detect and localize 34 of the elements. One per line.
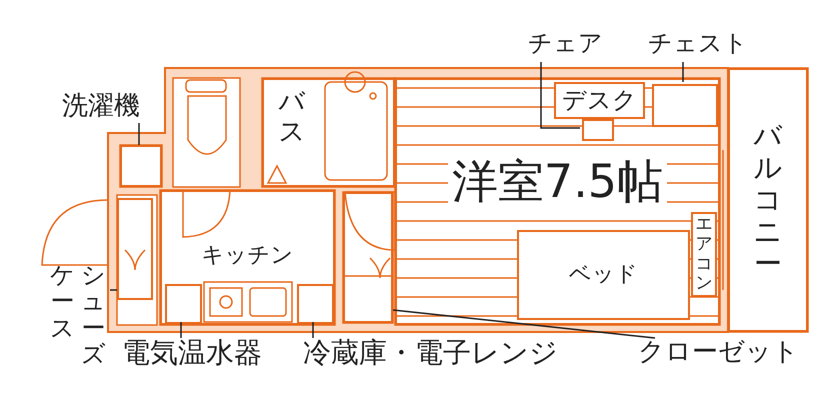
- leader-line: [682, 62, 684, 82]
- room-label: デスク: [562, 88, 637, 114]
- leader-line: [110, 289, 117, 291]
- room-label: バス: [278, 88, 306, 148]
- leader-line: [180, 322, 182, 338]
- closet-outline: [343, 192, 393, 323]
- callout-label: チェア: [528, 30, 613, 62]
- room-outline: [262, 78, 395, 187]
- refrigerator-box: [297, 284, 334, 324]
- balcony-outline: [728, 68, 808, 332]
- callout-label: チェスト: [648, 30, 748, 62]
- room-label: エアコン: [694, 215, 714, 294]
- desk-outline: [554, 82, 645, 119]
- callout-label: 電気温水器: [122, 338, 287, 376]
- callout-label: 洗濯機: [62, 92, 162, 123]
- room-label: 洋室7.5帖: [448, 157, 668, 206]
- leader-line: [392, 309, 656, 339]
- room-outline: [160, 190, 335, 325]
- water-heater-box: [165, 284, 202, 324]
- callout-label: 冷蔵庫・電子レンジ: [303, 338, 598, 376]
- bed-outline: [517, 230, 690, 320]
- washer-space: [120, 145, 162, 187]
- callout-label: シューズケース: [50, 262, 106, 374]
- chair-outline: [582, 119, 614, 141]
- chest-outline: [652, 84, 718, 127]
- room-label: バルコニー: [753, 120, 783, 280]
- leader-line: [138, 123, 140, 145]
- shoe-cabinet: [117, 198, 153, 300]
- room-outline: [395, 78, 720, 325]
- leader-line: [540, 62, 580, 129]
- room-label: キッチン: [202, 244, 294, 268]
- leader-line: [312, 322, 314, 338]
- room-label: ベッド: [569, 263, 638, 287]
- callout-label: クローゼット: [638, 338, 798, 376]
